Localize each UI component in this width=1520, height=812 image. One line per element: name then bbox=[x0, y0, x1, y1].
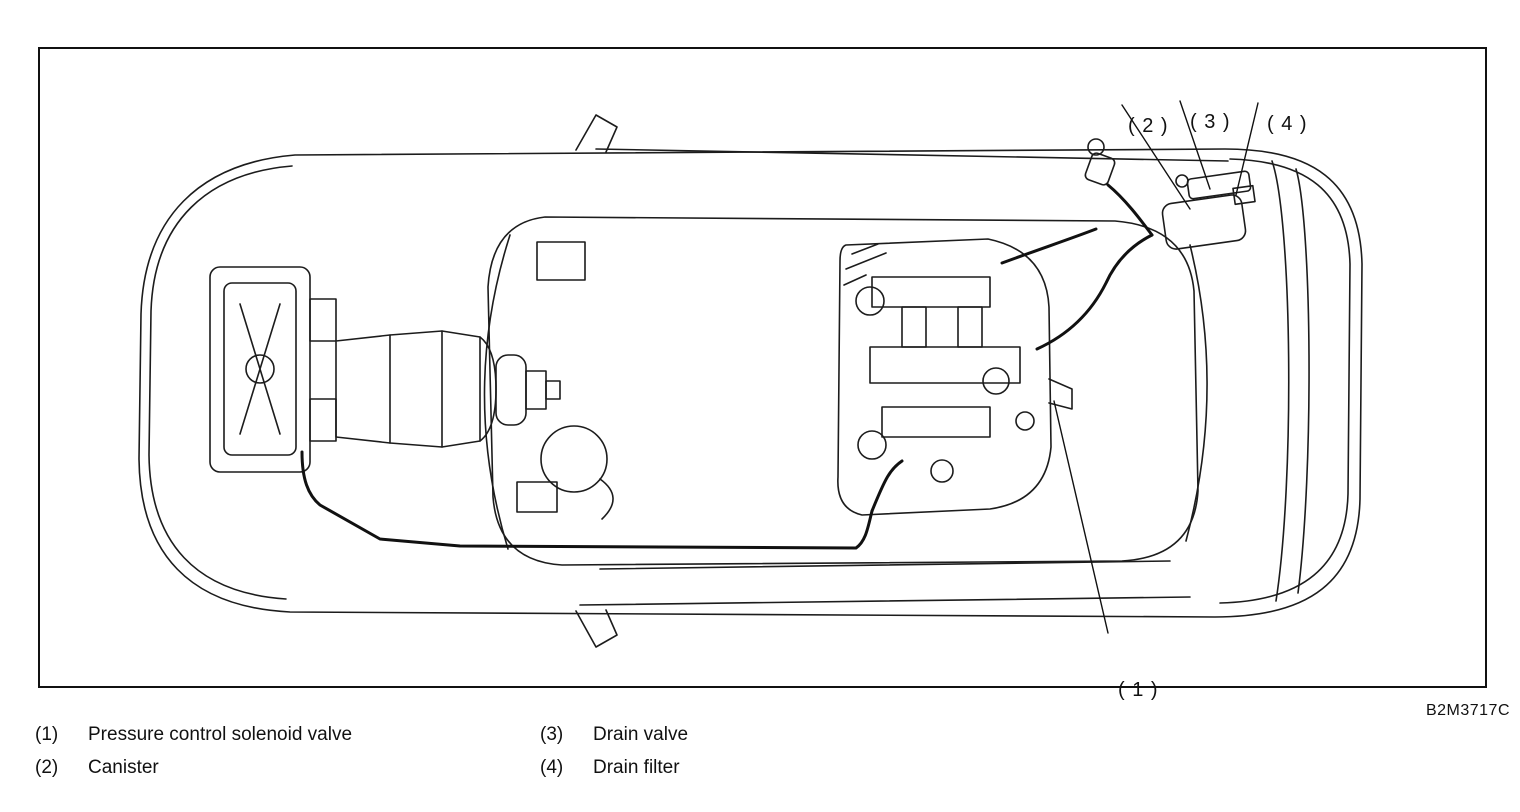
legend-item: (3) Drain valve bbox=[540, 724, 688, 746]
side-mirror-bottom bbox=[575, 609, 618, 648]
callout-3: ( 3 ) bbox=[1190, 111, 1231, 133]
legend-column-left: (1) Pressure control solenoid valve (2) … bbox=[35, 724, 540, 779]
car-top-view-drawing bbox=[138, 100, 1363, 648]
legend-item-label: Drain valve bbox=[593, 724, 689, 745]
canister-assembly bbox=[1084, 138, 1256, 250]
legend-item-number: (1) bbox=[35, 724, 59, 745]
engine-transmission-assembly bbox=[209, 266, 561, 473]
figure-code: B2M3717C bbox=[1425, 702, 1510, 719]
side-mirror-top bbox=[575, 114, 618, 153]
diagram-frame: ( 2 ) ( 3 ) ( 4 ) ( 1 ) B2M3717C bbox=[38, 47, 1510, 719]
legend-item-label: Drain filter bbox=[593, 757, 680, 778]
drain-valve bbox=[1232, 184, 1256, 206]
fuel-vapor-piping bbox=[300, 183, 1154, 550]
legend-item: (2) Canister bbox=[35, 757, 540, 779]
callout-2: ( 2 ) bbox=[1128, 115, 1169, 137]
leader-line-3 bbox=[1179, 100, 1211, 190]
car-body-outline bbox=[138, 114, 1363, 648]
leader-line-2 bbox=[1121, 104, 1191, 210]
legend-item-label: Canister bbox=[88, 757, 159, 778]
pressure-control-solenoid-valve bbox=[1048, 378, 1073, 410]
legend-item-number: (2) bbox=[35, 757, 59, 778]
drain-filter bbox=[1175, 174, 1189, 188]
leader-lines bbox=[1053, 100, 1259, 634]
legend-item: (1) Pressure control solenoid valve bbox=[35, 724, 540, 746]
callout-4: ( 4 ) bbox=[1267, 113, 1308, 135]
legend-item-number: (3) bbox=[540, 724, 564, 745]
leader-line-1 bbox=[1053, 400, 1109, 634]
legend-column-right: (3) Drain valve (4) Drain filter bbox=[540, 724, 688, 779]
callout-1: ( 1 ) bbox=[1118, 679, 1159, 701]
legend-item: (4) Drain filter bbox=[540, 757, 688, 779]
legend-item-label: Pressure control solenoid valve bbox=[88, 724, 353, 745]
legend-item-number: (4) bbox=[540, 757, 564, 778]
canister bbox=[1161, 194, 1247, 250]
legend: (1) Pressure control solenoid valve (2) … bbox=[35, 724, 688, 779]
leader-line-4 bbox=[1235, 102, 1259, 196]
rear-suspension-assembly bbox=[837, 238, 1073, 516]
